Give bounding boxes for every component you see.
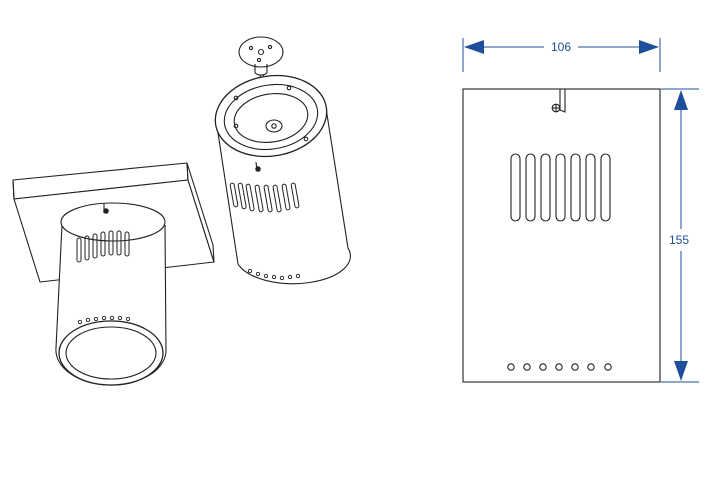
surface-mount-spotlight [12, 162, 215, 386]
vent-slots-front [510, 153, 611, 222]
pendant-spotlight [214, 36, 351, 285]
vent-holes-pendant [247, 268, 301, 281]
ceiling-canopy [238, 36, 284, 76]
vent-holes-front [507, 363, 612, 371]
height-dimension [661, 88, 699, 383]
height-dimension-label: 155 [669, 233, 689, 247]
vent-slots-left [76, 230, 130, 263]
cylinder-body-left [55, 202, 167, 386]
vent-slots-pendant [229, 182, 300, 213]
front-view-screw [551, 89, 566, 113]
front-view [462, 88, 661, 383]
cylinder-body-pendant [214, 74, 351, 285]
width-dimension-label: 106 [551, 40, 571, 54]
vent-holes-left [77, 315, 131, 325]
width-dimension [462, 38, 661, 72]
front-view-outline [462, 88, 661, 383]
